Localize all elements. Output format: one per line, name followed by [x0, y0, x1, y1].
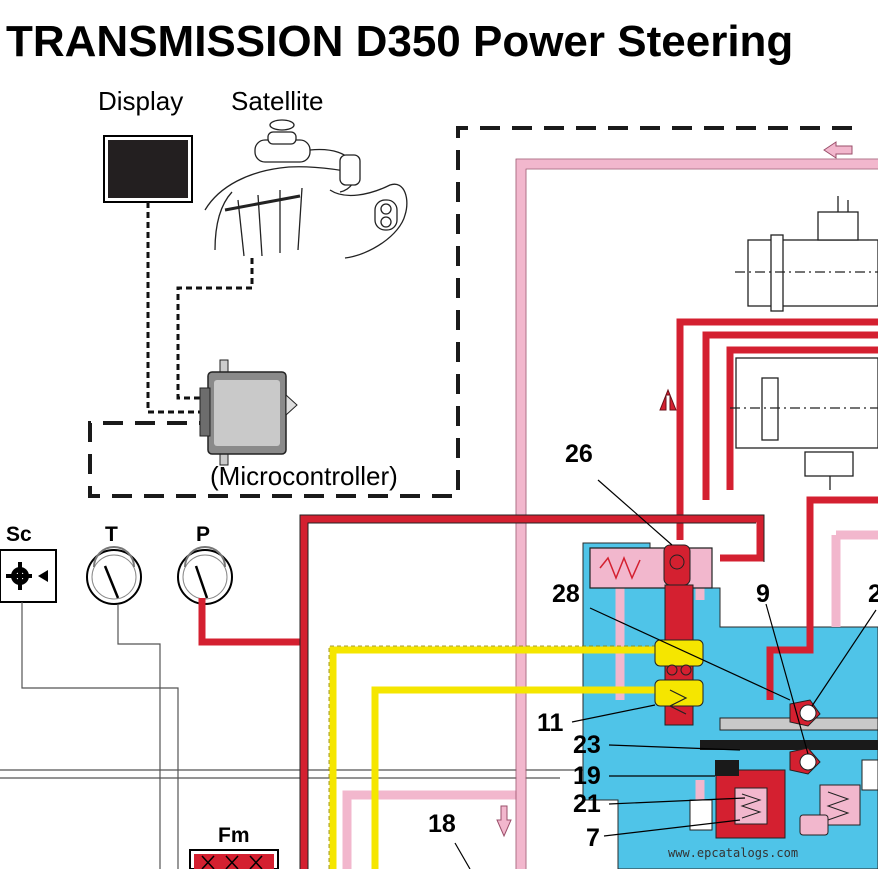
p-gauge-label: P	[196, 523, 210, 546]
sc-sensor	[0, 549, 57, 603]
callout-19: 19	[573, 762, 601, 790]
callout-23: 23	[573, 731, 601, 759]
t-gauge-label: T	[105, 523, 118, 546]
callout-11: 11	[537, 709, 564, 737]
electronic-wiring	[146, 202, 254, 414]
electronic-zone-boundary	[88, 126, 852, 498]
solenoid-valve-2	[730, 357, 878, 490]
pressure-regulator-valve	[589, 544, 713, 726]
valve-body	[582, 542, 878, 869]
return-flow-arrow-top	[823, 141, 853, 159]
callout-18: 18	[428, 810, 456, 838]
callout-28: 28	[552, 580, 580, 608]
callout-leaders	[454, 479, 877, 869]
callout-7: 7	[586, 824, 600, 852]
watermark: www.epcatalogs.com	[668, 846, 798, 860]
callout-21: 21	[573, 790, 601, 818]
pilot-line-outline	[328, 645, 660, 869]
microcontroller-unit	[199, 359, 298, 466]
check-valve-9	[789, 747, 821, 775]
callout-2: 2	[868, 580, 878, 608]
temperature-gauge	[86, 546, 142, 605]
callout-9: 9	[756, 580, 770, 608]
fm-component	[189, 849, 279, 869]
solenoid-valve-1	[735, 196, 878, 312]
microcontroller-label: (Microcontroller)	[210, 461, 398, 491]
callout-26: 26	[565, 440, 593, 468]
pressure-line-outline	[299, 514, 765, 869]
pilot-lines	[329, 646, 660, 869]
fm-label: Fm	[218, 824, 250, 847]
satellite-label: Satellite	[231, 86, 324, 116]
diagram-title: TRANSMISSION D350 Power Steering	[6, 17, 793, 66]
return-line-outline	[515, 158, 878, 869]
pressure-flow-arrow-up	[659, 388, 677, 411]
display-unit	[103, 135, 193, 203]
pressure-gauge	[177, 546, 233, 605]
display-label: Display	[98, 86, 183, 116]
satellite-lever-illustration	[204, 119, 408, 259]
sensor-lines	[0, 602, 620, 869]
return-flow-arrow-down	[496, 805, 512, 838]
sc-gauge-label: Sc	[6, 523, 32, 546]
pressure-lines	[198, 318, 878, 869]
check-valve-2	[789, 699, 821, 727]
